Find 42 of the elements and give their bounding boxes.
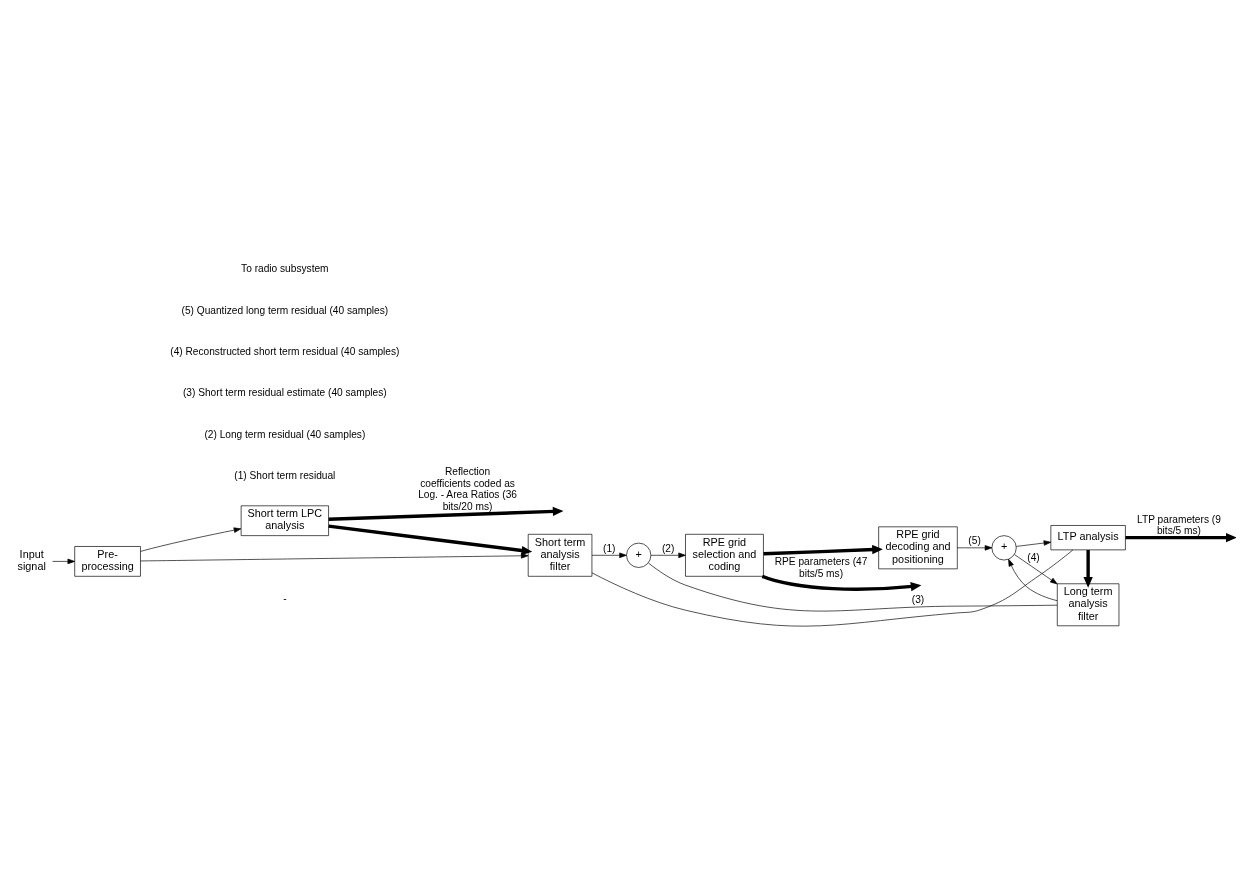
node-text: Input signal [17, 547, 46, 572]
edge-label: (4) [1027, 551, 1040, 563]
arrow [956, 544, 993, 551]
edge-label: LTP parameters (9 bits/5 ms) [1137, 513, 1221, 536]
node-circle: + [626, 542, 652, 568]
arrow [140, 552, 529, 561]
label: (3) Short term residual estimate (40 samples) [182, 386, 387, 398]
arrow [1083, 549, 1093, 588]
arrow [761, 574, 922, 591]
arrow [52, 558, 75, 564]
node-box: RPE grid selection and coding [685, 533, 764, 577]
arrow [1008, 558, 1058, 601]
node-box: Short term analysis filter [527, 533, 593, 577]
arrow [140, 526, 242, 552]
label: - [283, 592, 287, 604]
arrow [328, 506, 564, 521]
edge-label: (5) [968, 534, 981, 546]
edge-label: Reflection coefficients coded as Log. - Area Ratios (36 bits/20 ms) [418, 465, 517, 512]
connector [591, 549, 1074, 626]
arrow [1125, 532, 1236, 542]
label: (5) Quantized long term residual (40 samples) [181, 304, 389, 316]
arrow [650, 552, 686, 558]
connector [648, 562, 1058, 611]
arrow [1014, 553, 1058, 584]
node-box: Pre- processing [74, 545, 141, 577]
arrow [591, 552, 627, 558]
node-circle: + [991, 534, 1017, 560]
node-box: Short term LPC analysis [240, 504, 329, 536]
edge-label: (3) [911, 593, 925, 605]
label: (1) Short term residual [234, 469, 336, 481]
node-box: Long term analysis filter [1056, 582, 1120, 626]
label: To radio subsystem [241, 262, 329, 274]
edge-label: (1) [603, 542, 616, 554]
arrow [763, 544, 883, 555]
node-box: RPE grid decoding and positioning [878, 526, 958, 569]
node-box: LTP analysis [1050, 524, 1126, 550]
edge-label: RPE parameters (47 bits/5 ms) [774, 555, 868, 579]
arrow [1015, 539, 1052, 547]
arrow [328, 524, 533, 555]
label: (2) Long term residual (40 samples) [204, 428, 366, 440]
edge-label: (2) [661, 542, 675, 554]
label: (4) Reconstructed short term residual (40 samples) [170, 345, 400, 357]
